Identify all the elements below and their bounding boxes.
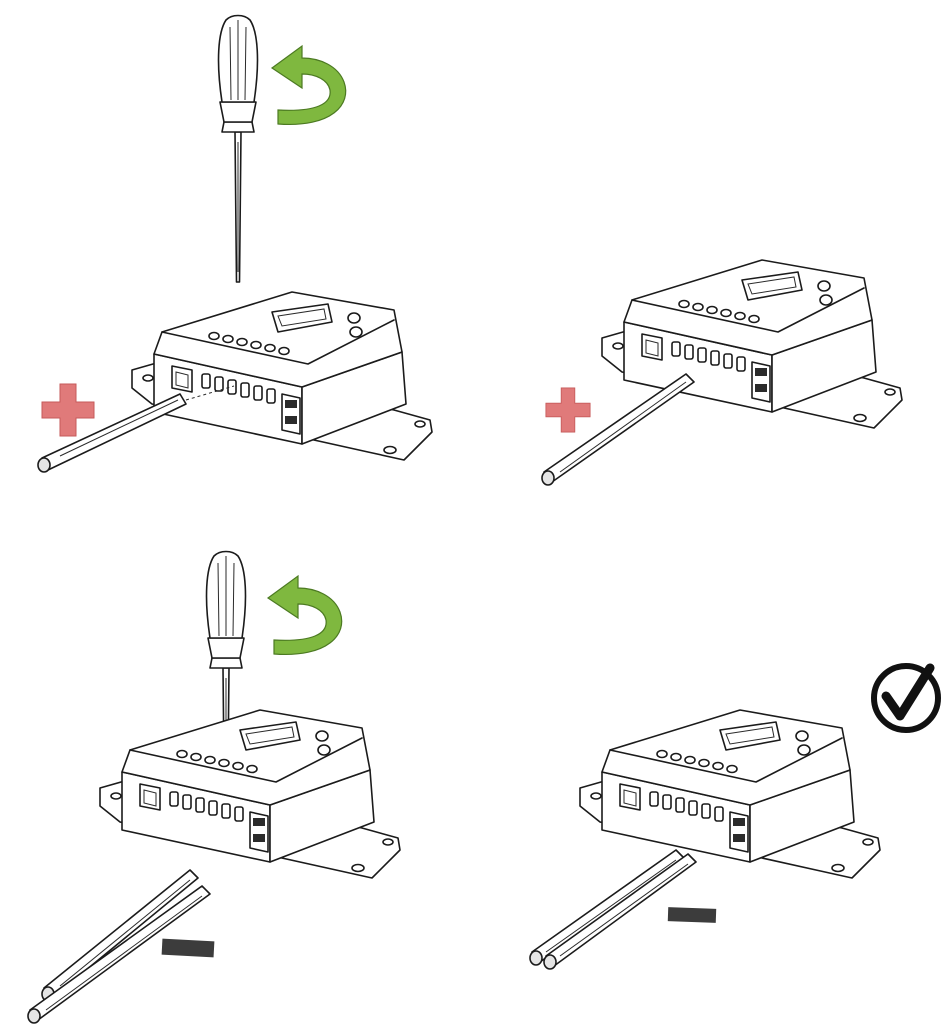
minus-sign-icon [162, 939, 215, 958]
step-2-panel [520, 250, 940, 490]
step-1-panel [20, 10, 460, 490]
wire-icon [530, 850, 684, 965]
charge-controller-icon [100, 710, 400, 878]
charge-controller-icon [580, 710, 880, 878]
wire-icon [42, 870, 198, 1001]
minus-sign-icon [668, 907, 716, 923]
screwdriver-icon [219, 16, 258, 283]
checkmark-icon [874, 666, 938, 730]
charge-controller-icon [132, 292, 432, 460]
rotation-arrow-icon [272, 46, 346, 124]
plus-sign-icon [42, 384, 94, 436]
plus-sign-icon [546, 388, 590, 432]
step-3-panel [20, 540, 460, 1026]
step-4-panel [520, 650, 940, 990]
rotation-arrow-icon [268, 576, 342, 654]
